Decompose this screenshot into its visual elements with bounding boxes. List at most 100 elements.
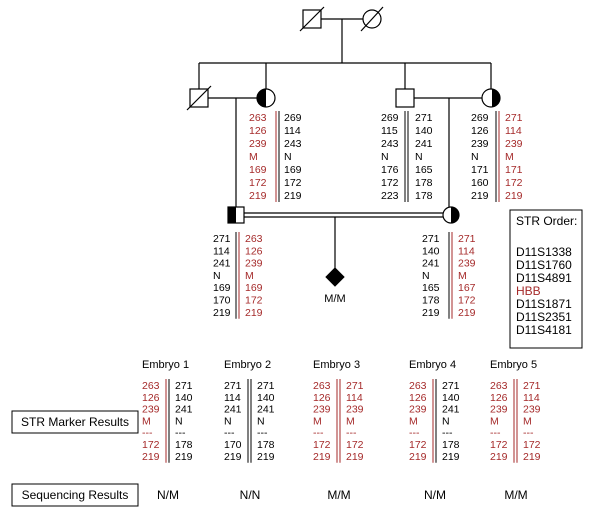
allele: 219 — [409, 451, 427, 463]
allele: 178 — [175, 439, 193, 451]
allele: 219 — [471, 190, 489, 202]
great-grandparents — [198, 6, 492, 89]
allele: 172 — [490, 439, 508, 451]
embryo-sequencing-result: M/M — [327, 488, 350, 502]
allele: 126 — [245, 245, 263, 257]
allele: N — [442, 415, 450, 427]
allele: 114 — [213, 245, 230, 257]
embryo-sequencing-result: M/M — [504, 488, 527, 502]
deceased-slash — [186, 85, 212, 111]
embryo-name: Embryo 4 — [409, 359, 456, 371]
allele: M — [409, 415, 418, 427]
allele: 271 — [213, 233, 231, 245]
allele: 219 — [523, 451, 541, 463]
allele: M — [505, 151, 514, 163]
embryo-sequencing-result: N/N — [240, 488, 261, 502]
allele: 271 — [442, 380, 460, 392]
allele: 140 — [442, 392, 460, 404]
allele: 126 — [249, 125, 267, 137]
allele: 223 — [381, 190, 399, 202]
allele: 114 — [346, 392, 363, 404]
allele: 140 — [422, 245, 440, 257]
allele: 167 — [458, 282, 476, 294]
allele: 239 — [346, 404, 364, 416]
allele: 172 — [142, 439, 160, 451]
allele: 271 — [257, 380, 275, 392]
allele: 271 — [415, 112, 433, 124]
allele: 239 — [249, 138, 267, 150]
allele: 170 — [213, 295, 231, 307]
allele: 169 — [284, 164, 302, 176]
allele: --- — [442, 427, 453, 439]
allele: M — [249, 151, 258, 163]
allele: 241 — [442, 404, 460, 416]
allele: --- — [490, 427, 501, 439]
allele: 271 — [458, 233, 476, 245]
allele: N — [224, 415, 232, 427]
allele: 172 — [346, 439, 364, 451]
allele: --- — [409, 427, 420, 439]
allele: 263 — [313, 380, 331, 392]
allele: N — [213, 270, 221, 282]
allele: 171 — [505, 164, 523, 176]
allele: 241 — [224, 404, 242, 416]
str-results-label-box: STR Marker Results — [11, 410, 139, 434]
str-order-frame — [509, 209, 583, 349]
allele: 169 — [245, 282, 263, 294]
allele: 172 — [249, 177, 267, 189]
allele: --- — [523, 427, 534, 439]
allele: 169 — [213, 282, 231, 294]
allele: 178 — [442, 439, 460, 451]
allele: 271 — [224, 380, 242, 392]
allele: 172 — [313, 439, 331, 451]
embryo-sequencing-result: N/M — [424, 488, 446, 502]
embryo-name: Embryo 2 — [224, 359, 271, 371]
allele: 263 — [249, 112, 267, 124]
allele: 241 — [422, 258, 440, 270]
str-results-label: STR Marker Results — [21, 415, 129, 429]
embryo-1: Embryo 1263126239M---172219271140241N---… — [142, 359, 193, 502]
deceased-slash — [299, 6, 325, 32]
allele: 172 — [505, 177, 523, 189]
allele: 241 — [415, 138, 433, 150]
allele: 140 — [175, 392, 193, 404]
str-marker: HBB — [516, 284, 541, 298]
second-generation — [186, 85, 501, 210]
str-order-box: STR Order: D11S1338D11S1760D11S4891HBBD1… — [509, 209, 583, 349]
str-order-title: STR Order: — [516, 214, 577, 228]
allele: 126 — [409, 392, 427, 404]
allele: 219 — [245, 307, 263, 319]
allele: 239 — [458, 258, 476, 270]
allele: 219 — [442, 451, 460, 463]
allele: 219 — [142, 451, 160, 463]
allele: 126 — [142, 392, 160, 404]
allele: 178 — [257, 439, 275, 451]
allele: M — [458, 270, 467, 282]
allele: 126 — [490, 392, 508, 404]
allele: 269 — [284, 112, 302, 124]
allele: 170 — [224, 439, 242, 451]
allele: 219 — [224, 451, 242, 463]
allele: --- — [346, 427, 357, 439]
str-order-list: D11S1338D11S1760D11S4891HBBD11S1871D11S2… — [516, 245, 572, 337]
allele: --- — [142, 427, 153, 439]
str-marker: D11S1760 — [516, 258, 572, 272]
allele: 269 — [471, 112, 489, 124]
allele: N — [415, 151, 423, 163]
allele: 271 — [523, 380, 541, 392]
allele: 176 — [381, 164, 399, 176]
allele: 165 — [415, 164, 433, 176]
allele: 219 — [313, 451, 331, 463]
str-marker: D11S4891 — [516, 271, 572, 285]
allele: 263 — [245, 233, 263, 245]
allele: 241 — [213, 258, 231, 270]
carrier-half-fill — [228, 207, 236, 223]
allele: --- — [224, 427, 235, 439]
str-marker: D11S4181 — [516, 323, 572, 337]
allele: 241 — [175, 404, 193, 416]
allele: 172 — [284, 177, 302, 189]
allele: 271 — [175, 380, 193, 392]
